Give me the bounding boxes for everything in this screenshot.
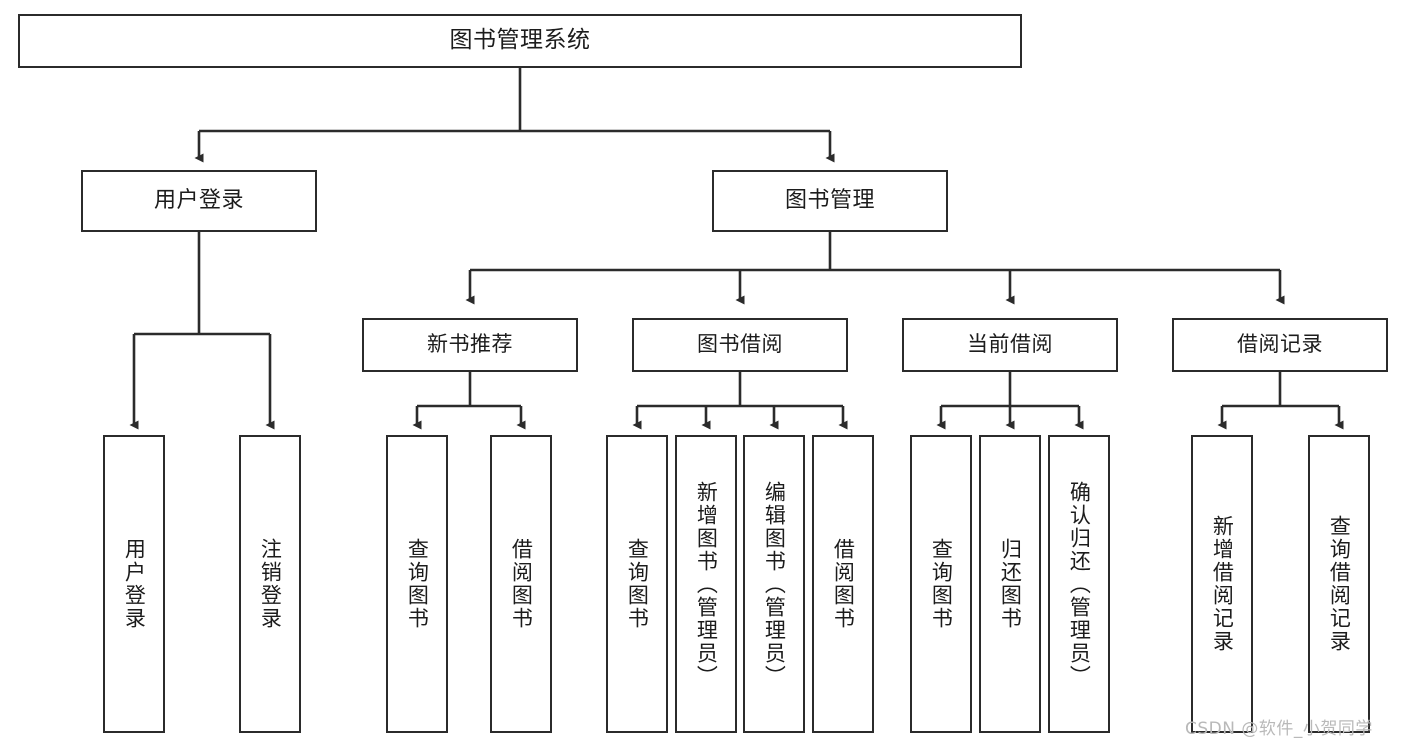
node-new-book-recommend-label: 新书推荐 xyxy=(427,332,513,357)
leaf-book-borrow-borrow-label: 借阅图书 xyxy=(831,538,856,630)
leaf-new-book-borrow[interactable]: 借阅图书 xyxy=(490,435,552,733)
leaf-current-borrow-return[interactable]: 归还图书 xyxy=(979,435,1041,733)
node-borrow-record[interactable]: 借阅记录 xyxy=(1172,318,1388,372)
leaf-user-login-signin-label: 用户登录 xyxy=(122,538,147,630)
node-root-label: 图书管理系统 xyxy=(449,27,591,54)
leaf-book-borrow-query-label: 查询图书 xyxy=(625,538,650,630)
leaf-borrow-record-add[interactable]: 新增借阅记录 xyxy=(1191,435,1253,733)
leaf-user-login-signin[interactable]: 用户登录 xyxy=(103,435,165,733)
leaf-user-login-signout-label: 注销登录 xyxy=(258,538,283,630)
leaf-user-login-signout[interactable]: 注销登录 xyxy=(239,435,301,733)
node-user-login[interactable]: 用户登录 xyxy=(81,170,317,232)
node-book-management-label: 图书管理 xyxy=(784,187,875,213)
csdn-watermark: CSDN @软件_小贺同学 xyxy=(1185,719,1373,739)
leaf-book-borrow-query[interactable]: 查询图书 xyxy=(606,435,668,733)
leaf-borrow-record-query[interactable]: 查询借阅记录 xyxy=(1308,435,1370,733)
node-root-book-management-system[interactable]: 图书管理系统 xyxy=(18,14,1022,68)
node-user-login-label: 用户登录 xyxy=(153,187,244,213)
leaf-borrow-record-add-label: 新增借阅记录 xyxy=(1210,515,1235,653)
node-current-borrow-label: 当前借阅 xyxy=(967,332,1053,357)
leaf-new-book-query-label: 查询图书 xyxy=(405,538,430,630)
leaf-book-borrow-edit-label: 编辑图书（管理员） xyxy=(762,480,787,688)
leaf-book-borrow-add[interactable]: 新增图书（管理员） xyxy=(675,435,737,733)
node-current-borrow[interactable]: 当前借阅 xyxy=(902,318,1118,372)
leaf-current-borrow-query[interactable]: 查询图书 xyxy=(910,435,972,733)
leaf-new-book-query[interactable]: 查询图书 xyxy=(386,435,448,733)
node-book-management[interactable]: 图书管理 xyxy=(712,170,948,232)
leaf-book-borrow-borrow[interactable]: 借阅图书 xyxy=(812,435,874,733)
node-book-borrow-label: 图书借阅 xyxy=(697,332,783,357)
leaf-current-borrow-return-label: 归还图书 xyxy=(998,538,1023,630)
leaf-new-book-borrow-label: 借阅图书 xyxy=(509,538,534,630)
leaf-current-borrow-query-label: 查询图书 xyxy=(929,538,954,630)
node-borrow-record-label: 借阅记录 xyxy=(1237,332,1323,357)
leaf-book-borrow-add-label: 新增图书（管理员） xyxy=(694,480,719,688)
leaf-book-borrow-edit[interactable]: 编辑图书（管理员） xyxy=(743,435,805,733)
leaf-current-borrow-confirm-return[interactable]: 确认归还（管理员） xyxy=(1048,435,1110,733)
node-book-borrow[interactable]: 图书借阅 xyxy=(632,318,848,372)
leaf-borrow-record-query-label: 查询借阅记录 xyxy=(1327,515,1352,653)
leaf-current-borrow-confirm-return-label: 确认归还（管理员） xyxy=(1067,480,1092,688)
node-new-book-recommend[interactable]: 新书推荐 xyxy=(362,318,578,372)
